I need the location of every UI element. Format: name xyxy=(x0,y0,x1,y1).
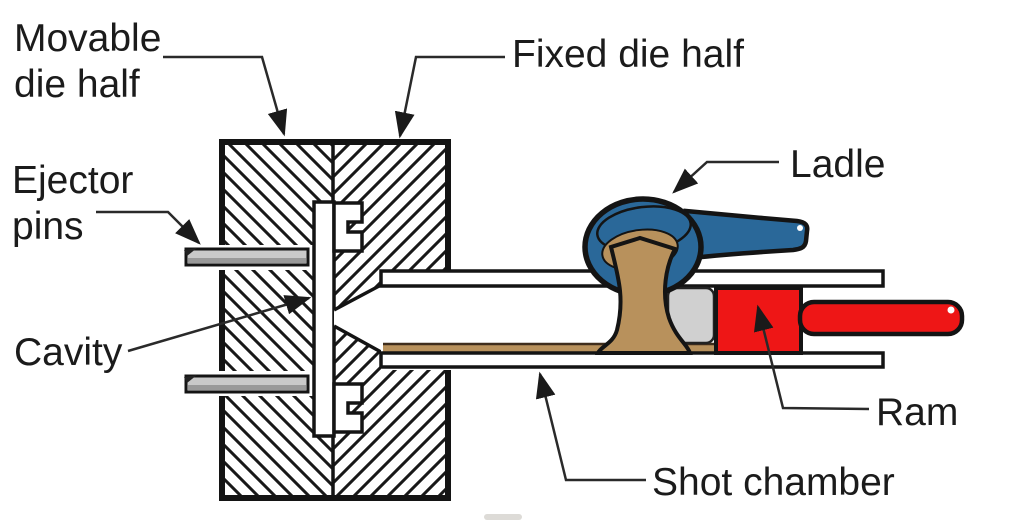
cavity-bottom-flange xyxy=(332,382,364,434)
cavity-leader xyxy=(127,295,312,353)
ejector-pin-bottom xyxy=(184,374,310,394)
ram-rod xyxy=(797,299,965,337)
cavity-top-flange xyxy=(332,201,364,253)
ejector-pins-label-line1: Ejector xyxy=(12,159,134,202)
pour-stream xyxy=(594,235,693,355)
ladle-leader xyxy=(672,160,779,194)
ram-leader xyxy=(753,304,870,411)
shot-chamber-label: Shot chamber xyxy=(652,461,895,504)
movable-die-half-label-line1: Movable xyxy=(14,17,162,60)
ram-rod-notch xyxy=(947,306,955,314)
fixed-die-half-label: Fixed die half xyxy=(512,33,744,76)
ram-piston xyxy=(714,286,803,355)
movable-die-half-label: Movable die half xyxy=(14,16,161,108)
shot-chamber-leader xyxy=(535,371,646,482)
ram-label: Ram xyxy=(876,391,959,434)
shot-chamber-bottom-wall xyxy=(379,351,885,369)
ejector-pin-top-shade xyxy=(188,258,306,263)
cavity-gate xyxy=(334,285,381,352)
cropped-caption-artifact xyxy=(484,514,522,520)
cavity-part xyxy=(312,200,336,438)
ladle-handle-notch xyxy=(797,225,803,231)
ladle-handle xyxy=(683,208,810,261)
ejector-pins-label-line2: pins xyxy=(12,205,84,248)
ejector-pin-top xyxy=(184,247,310,267)
movable-die-half-label-line2: die half xyxy=(14,63,140,106)
ladle-label: Ladle xyxy=(790,143,886,186)
ejector-pins-leader xyxy=(96,210,201,245)
fixed-die-half-leader xyxy=(394,55,505,139)
molten-metal-floor xyxy=(383,344,715,353)
ejector-pin-bottom-cap xyxy=(184,375,197,383)
cavity-label: Cavity xyxy=(14,331,123,374)
cavity-gate-edges xyxy=(333,283,382,354)
movable-die-half-leader xyxy=(163,55,288,137)
ejector-pin-bottom-shade xyxy=(188,385,306,390)
ejector-pins-label: Ejector pins xyxy=(12,158,133,250)
ejector-pin-top-cap xyxy=(184,248,197,256)
